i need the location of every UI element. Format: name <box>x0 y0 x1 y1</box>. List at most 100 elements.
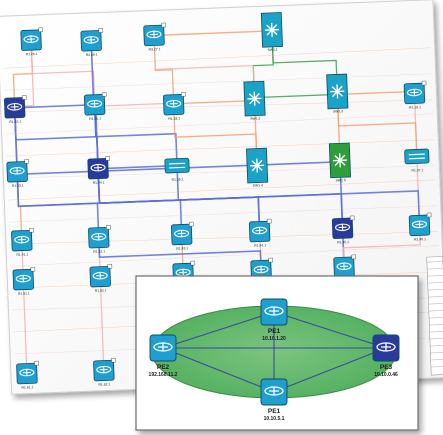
network-node[interactable]: SW1.4 <box>246 147 269 188</box>
switch-arrows-icon <box>330 84 345 99</box>
router-ring-icon <box>9 167 25 175</box>
router-arrows-icon <box>94 164 103 171</box>
node-label: SW1.2 <box>250 116 260 120</box>
inset-node-name: PE1 <box>268 408 281 415</box>
status-flag-icon <box>24 159 30 164</box>
network-node[interactable]: R1.44.1 <box>248 218 272 248</box>
network-link <box>10 245 439 267</box>
network-node[interactable]: R1.43.1 <box>170 221 194 251</box>
status-flag-icon <box>349 215 355 221</box>
network-node[interactable]: R3.27.1 <box>143 22 167 52</box>
table-row-line <box>430 359 443 361</box>
node-label: SW1.1 <box>267 48 277 52</box>
node-label: SW1.5 <box>336 178 346 182</box>
network-node[interactable]: R2.25.1 <box>80 28 104 57</box>
node-label: R1.33.1 <box>12 184 24 188</box>
node-label: R1.61.1 <box>21 385 33 389</box>
network-link <box>22 279 28 374</box>
network-node[interactable]: R1.37.1 <box>404 148 430 173</box>
network-node[interactable]: R1.34.1 <box>87 156 111 185</box>
router-ring-icon <box>411 220 428 229</box>
table-row-line <box>429 317 443 319</box>
node-label: R1.62.1 <box>98 382 110 386</box>
node-label: R1.34.1 <box>93 180 105 184</box>
router-arrows-icon <box>10 103 19 110</box>
network-node[interactable]: R1.46.1 <box>408 212 432 242</box>
network-node[interactable]: R1.18.1 <box>162 92 186 121</box>
router-ring-icon <box>166 99 182 108</box>
atm-switch-icon <box>404 148 430 165</box>
table-row-line <box>430 366 443 368</box>
inset-node-ip: 10.10.1.20 <box>262 336 286 342</box>
switch-arrows-icon <box>247 91 262 106</box>
router-arrows-icon <box>179 269 188 276</box>
network-node[interactable]: R1.62.1 <box>93 357 116 387</box>
network-link <box>3 47 431 69</box>
inset-link-layer <box>162 311 387 393</box>
status-flag-icon <box>161 22 166 28</box>
router-arrows-icon <box>96 272 105 279</box>
network-node[interactable]: R1.26.1 <box>20 27 44 57</box>
network-node[interactable]: SW1.3 <box>326 73 349 114</box>
router-arrows-icon <box>27 36 36 43</box>
router-arrows-icon <box>87 36 96 43</box>
network-node[interactable]: R1.16.1 <box>83 92 107 121</box>
router-arrows-icon <box>381 343 391 351</box>
network-link <box>6 139 435 157</box>
router-ring-icon <box>83 36 99 44</box>
node-label: R1.26.1 <box>26 52 38 56</box>
network-node[interactable]: SW1.2 <box>243 80 266 121</box>
network-node[interactable]: R1.52.1 <box>89 264 113 293</box>
network-node[interactable]: R1.35.1 <box>164 157 190 182</box>
status-flag-icon <box>107 264 113 269</box>
network-node[interactable]: R1.15.1 <box>3 95 27 124</box>
node-label: R1.35.1 <box>172 177 184 181</box>
status-flag-icon <box>351 254 356 260</box>
router-arrows-icon <box>169 100 178 107</box>
router-arrows-icon <box>257 266 266 273</box>
network-node[interactable]: R1.61.1 <box>16 360 39 390</box>
status-flag-icon <box>106 225 111 230</box>
table-row-line <box>428 310 443 312</box>
network-node[interactable]: R1.51.1 <box>12 266 36 296</box>
network-node[interactable]: R1.33.1 <box>6 159 30 188</box>
inset-node-ip: 192.168.11.2 <box>149 372 178 378</box>
node-label: R1.46.1 <box>414 237 426 241</box>
router-ring-icon <box>253 265 269 274</box>
network-node[interactable]: R1.19.1 <box>403 80 427 110</box>
network-node[interactable]: R1.41.1 <box>11 227 34 257</box>
status-flag-icon <box>189 221 194 227</box>
router-arrows-icon <box>22 369 31 376</box>
status-flag-icon <box>29 227 34 233</box>
node-label: R1.44.1 <box>254 243 266 247</box>
table-row-line <box>427 275 443 277</box>
inset-node-ip: 10.10.5.1 <box>264 416 285 422</box>
inset-node-ip: 10.10.0.46 <box>374 372 398 378</box>
node-label: R1.19.1 <box>409 105 421 109</box>
node-label: R3.27.1 <box>149 47 161 51</box>
router-arrows-icon <box>255 227 264 234</box>
node-label: SW1.3 <box>333 109 343 113</box>
network-node[interactable]: R1.45.1 <box>331 215 355 245</box>
inset-link <box>162 311 275 349</box>
status-flag-icon <box>190 260 196 266</box>
switch-arrows-icon <box>264 22 279 37</box>
table-row-line <box>428 296 443 298</box>
router-ring-icon <box>90 163 106 172</box>
router-arrows-icon <box>158 343 168 351</box>
table-row-line <box>427 268 443 270</box>
router-arrows-icon <box>177 230 186 237</box>
router-ring-icon <box>14 235 30 244</box>
table-row-line <box>426 261 443 263</box>
status-flag-icon <box>34 360 39 366</box>
node-label: R1.42.1 <box>93 249 105 253</box>
network-node[interactable]: SW1.5 <box>328 142 352 183</box>
router-arrows-icon <box>149 31 158 38</box>
network-node[interactable]: R1.42.1 <box>88 225 111 254</box>
network-node[interactable]: SW1.1 <box>260 12 283 53</box>
